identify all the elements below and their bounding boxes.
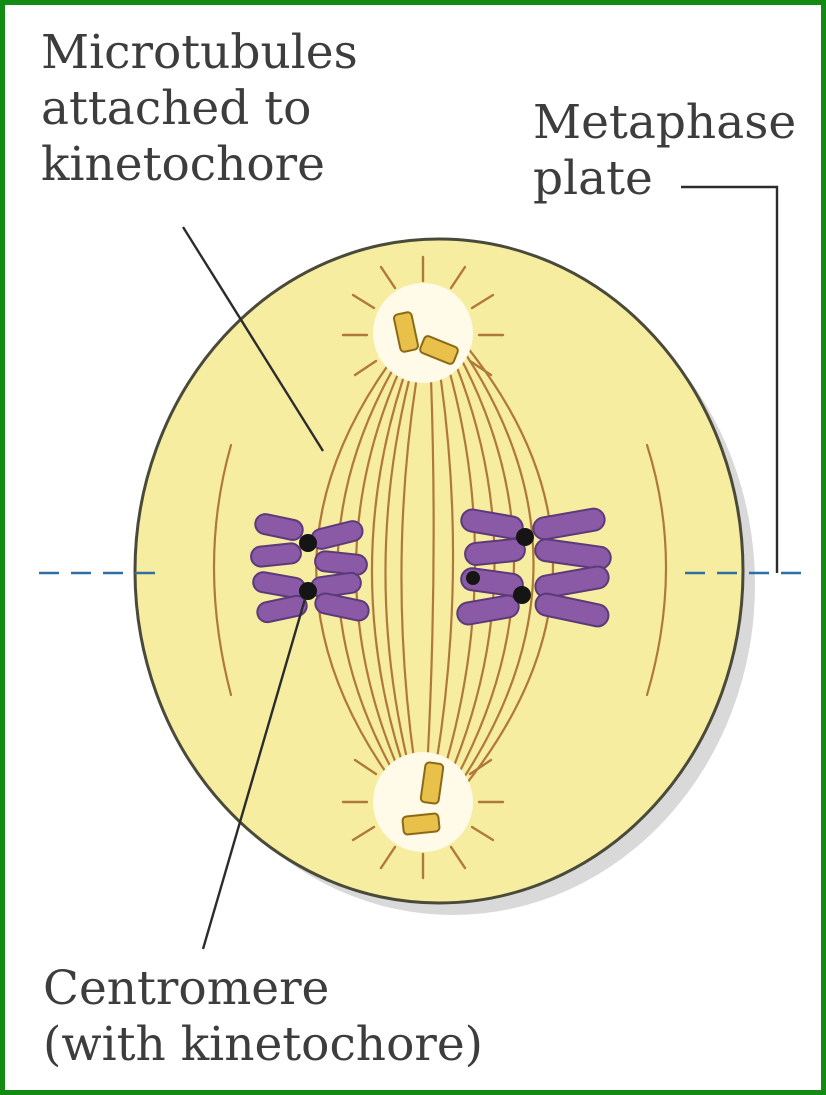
centromere-dot [516, 528, 534, 546]
centromere-label-line: (with kinetochore) [43, 1017, 483, 1073]
microtubules-label-line: Microtubules [41, 25, 358, 81]
centromere-dot [299, 534, 317, 552]
metaphase-plate-label: Metaphase plate [533, 95, 796, 207]
centromere-dot [299, 582, 317, 600]
centromere-dot [466, 571, 480, 585]
microtubules-label: Microtubules attached to kinetochore [41, 25, 358, 193]
microtubules-label-line: attached to [41, 81, 358, 137]
metaphase-plate-label-line: Metaphase [533, 95, 796, 151]
microtubules-label-line: kinetochore [41, 137, 358, 193]
centromere-dot [513, 586, 531, 604]
centromere-label: Centromere (with kinetochore) [43, 961, 483, 1073]
metaphase-plate-label-line: plate [533, 151, 796, 207]
centromere-label-line: Centromere [43, 961, 483, 1017]
